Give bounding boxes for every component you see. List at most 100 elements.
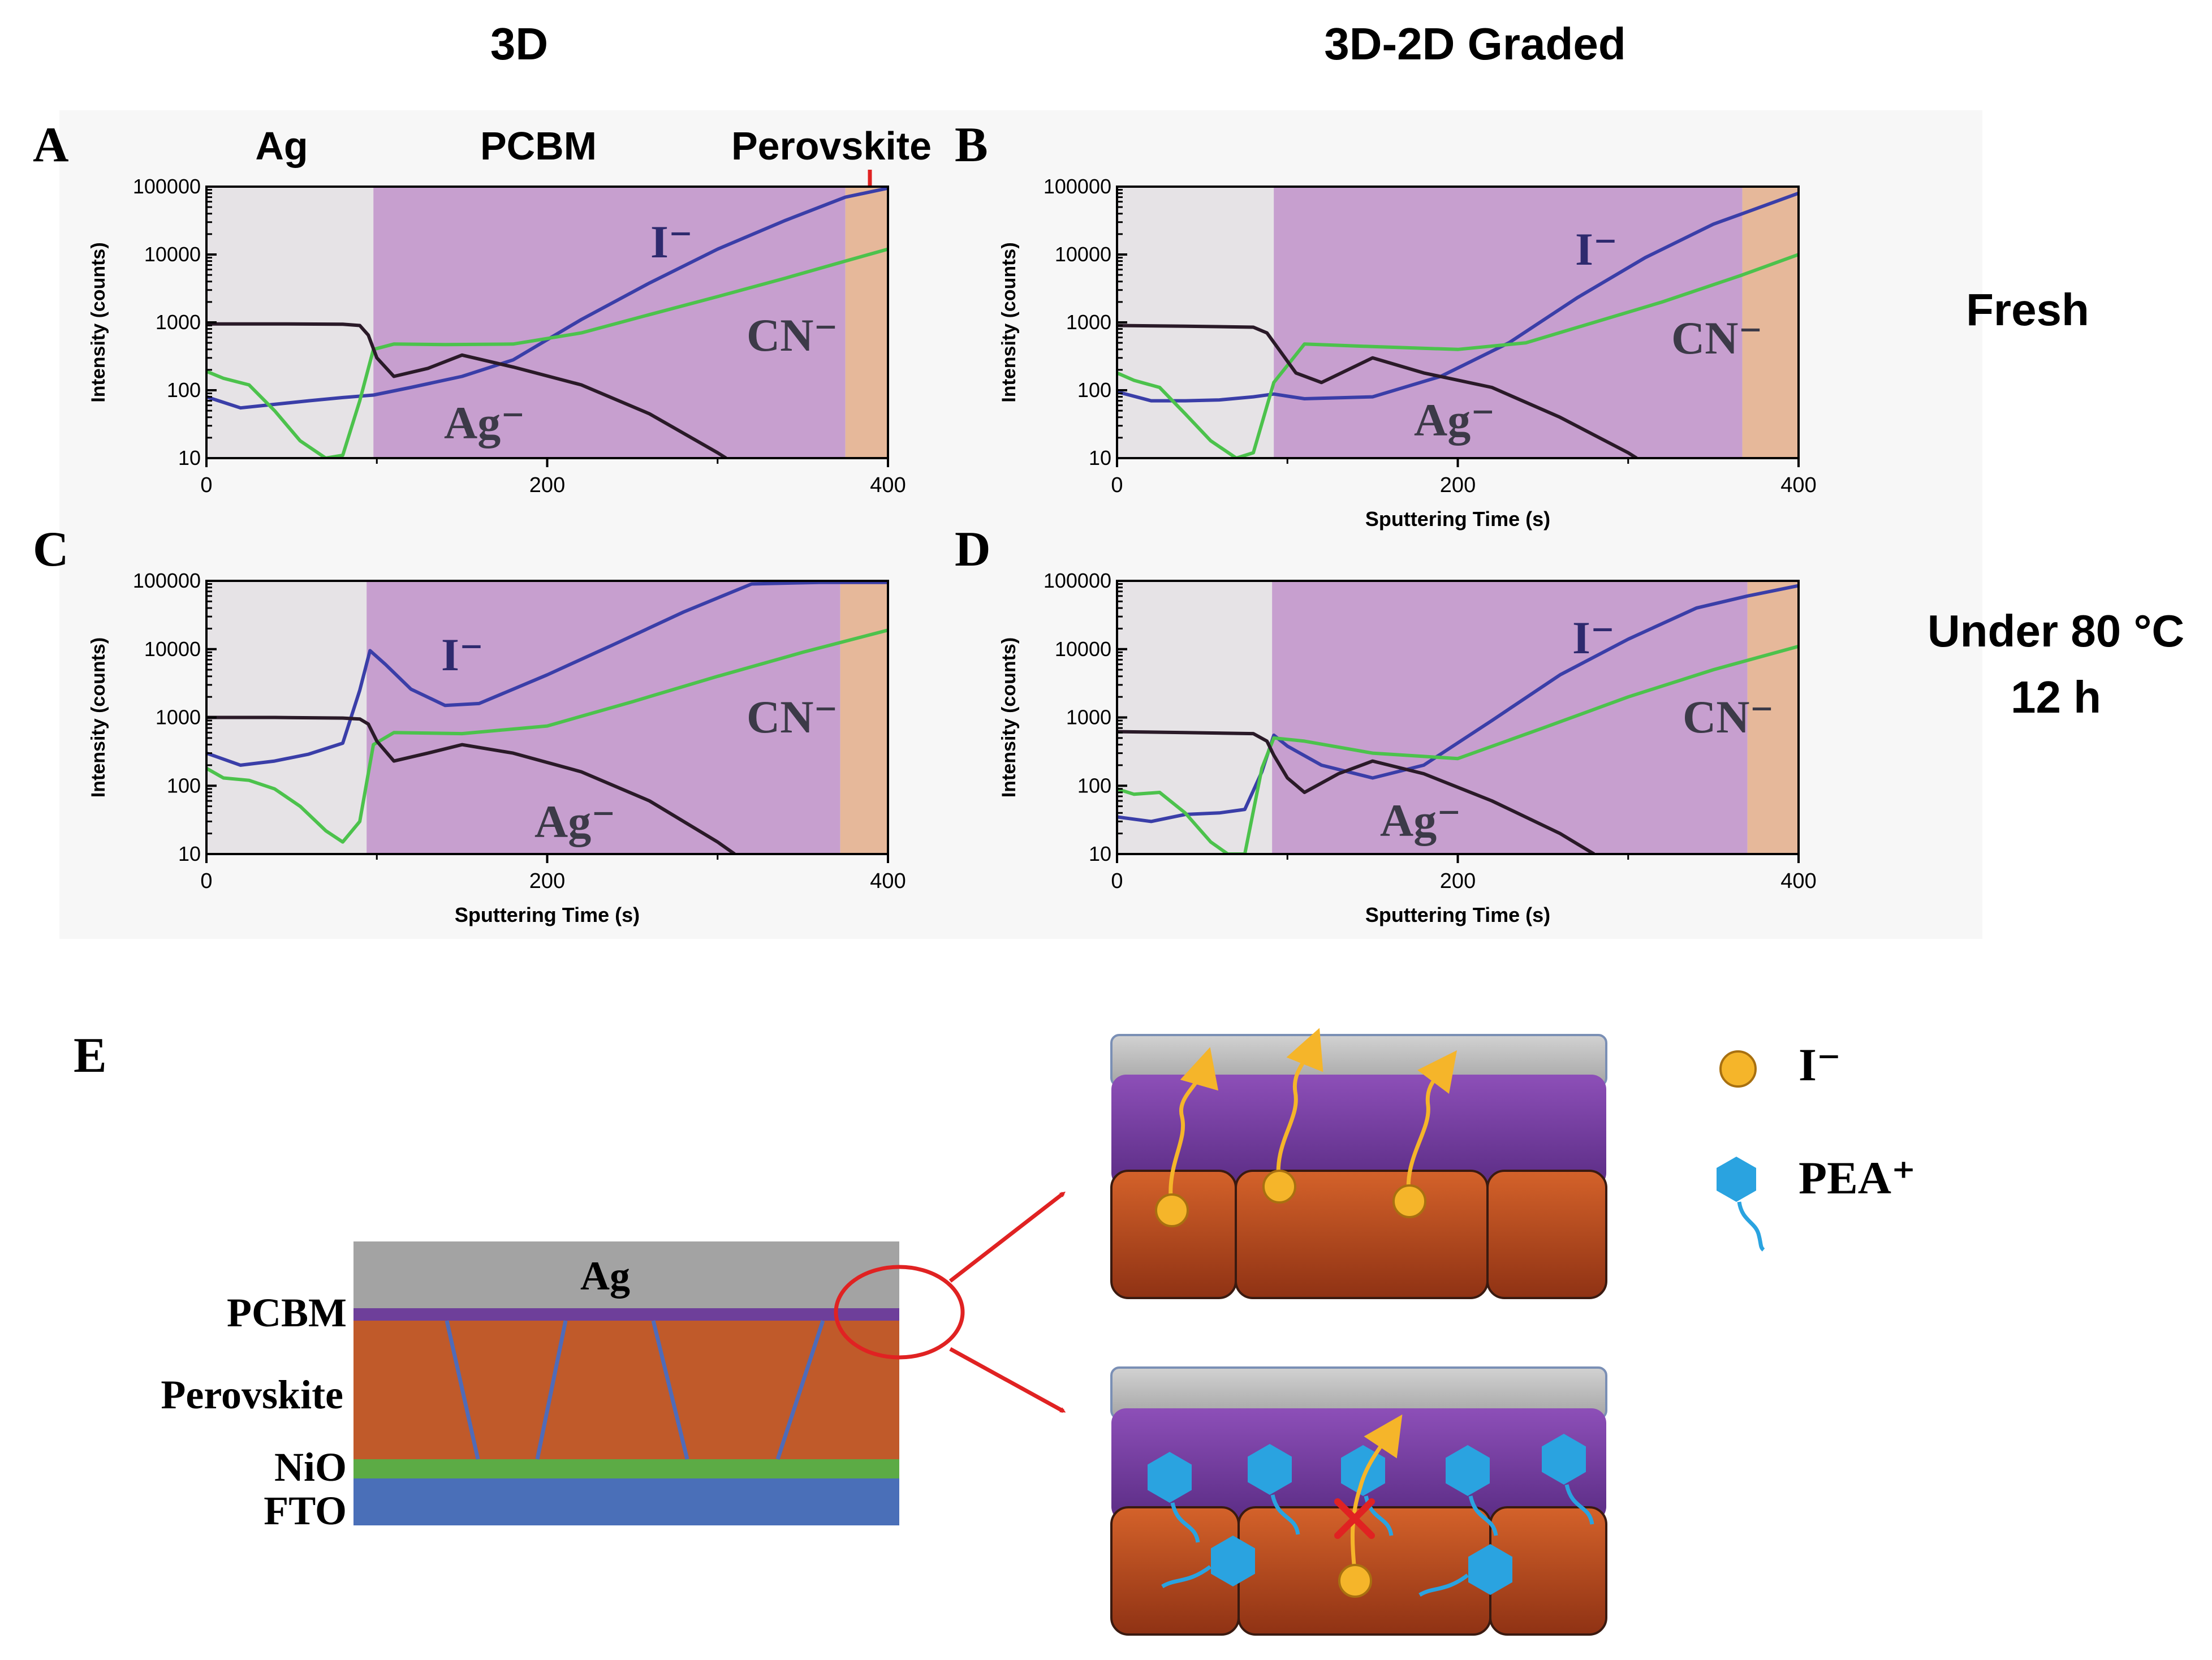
chart-d-ytick-label: 1000 [1066, 706, 1111, 729]
chart-d-series-iodide [1117, 584, 1799, 823]
column-title-3d-2d-graded: 3D-2D Graded [1324, 19, 1625, 69]
stack-label-fto: FTO [264, 1488, 347, 1533]
chart-c-ylabel: Intensity (counts) [88, 637, 109, 797]
stack-label-ag: Ag [580, 1253, 630, 1299]
chart-c-label-silver: Ag⁻ [534, 796, 616, 847]
chart-c-ytick-label: 10 [178, 842, 201, 865]
chart-b-ytick-label: 10000 [1055, 243, 1111, 266]
schematic-legend: I⁻ PEA⁺ [1717, 1039, 1916, 1252]
chart-a-ytick-label: 1000 [156, 311, 201, 334]
pea-cation-tail [1564, 1484, 1594, 1525]
pea-cation-tail [1270, 1494, 1300, 1535]
legend-pea-label: PEA⁺ [1799, 1152, 1916, 1204]
pea-cation-icon [1211, 1536, 1255, 1586]
chart-b-series-iodide [1117, 191, 1799, 403]
chart-a-label-cyanide: CN⁻ [747, 309, 838, 361]
chart-c-series-silver [206, 715, 736, 854]
blocked-cross-icon [1334, 1498, 1375, 1539]
zoom-arrow-bottom [949, 1347, 1066, 1413]
chart-b-region-ag [1117, 187, 1274, 458]
interface-highlight-ellipse [834, 1265, 965, 1360]
legend-iodide-icon [1719, 1050, 1757, 1088]
chart-b-xtick-label: 200 [1440, 473, 1476, 497]
pea-cation-icon [1446, 1445, 1490, 1496]
chart-a-label-iodide: I⁻ [650, 216, 693, 268]
grain-boundaries [445, 1320, 825, 1460]
pea-cation-icon [1248, 1444, 1292, 1495]
chart-c-ytick-label: 100000 [133, 569, 201, 592]
pea-cations [1148, 1434, 1594, 1597]
pea-cation-tail [1161, 1565, 1212, 1589]
chart-c-region-perovskite [840, 581, 888, 854]
panel-letter-c: C [33, 522, 69, 577]
chart-d-xtick-label: 200 [1440, 869, 1476, 893]
zoom-graded-interface [1110, 1366, 1607, 1636]
chart-c-xlabel: Sputtering Time (s) [455, 903, 640, 926]
chart-a-ytick-label: 10 [178, 446, 201, 469]
chart-d-series-cyanide [1117, 644, 1799, 854]
legend-pea-tail [1737, 1201, 1765, 1252]
chart-b-xlabel: Sputtering Time (s) [1365, 507, 1550, 531]
chart-d-label-silver: Ag⁻ [1380, 795, 1461, 846]
chart-c-label-cyanide: CN⁻ [747, 691, 838, 743]
chart-d-xtick-label: 0 [1111, 869, 1123, 893]
chart-a-xtick-label: 0 [200, 473, 212, 497]
chart-d-ytick-label: 100000 [1044, 569, 1111, 592]
stack-label-nio: NiO [274, 1445, 347, 1490]
chart-a-series-silver [206, 322, 727, 458]
chart-d-label-iodide: I⁻ [1572, 612, 1615, 663]
chart-b-label-silver: Ag⁻ [1414, 394, 1495, 446]
chart-d-xlabel: Sputtering Time (s) [1365, 903, 1550, 926]
chart-c-region-pcbm [366, 581, 840, 854]
chart-c-xtick-label: 200 [529, 869, 565, 893]
chart-c-xtick-label: 0 [200, 869, 212, 893]
chart-b-xtick-label: 400 [1780, 473, 1816, 497]
layer-label-pcbm: PCBM [480, 124, 597, 168]
chart-c-ytick-label: 10000 [144, 637, 201, 661]
chart-c-xtick-label: 400 [870, 869, 906, 893]
stack-layer-fto [353, 1478, 899, 1525]
zoom-3d-interface [1110, 1028, 1607, 1299]
chart-d-label-cyanide: CN⁻ [1683, 691, 1774, 743]
chart-c-ytick-label: 100 [167, 774, 201, 797]
legend-iodide-label: I⁻ [1799, 1039, 1841, 1090]
panel-letter-e: E [74, 1028, 107, 1083]
panel-letter-b: B [955, 118, 988, 173]
chart-b-label-iodide: I⁻ [1575, 223, 1618, 275]
row-label-aged-line2: 12 h [2011, 672, 2101, 722]
chart-c-series-cyanide [206, 628, 888, 844]
chart-a-xtick-label: 200 [529, 473, 565, 497]
iodide-ion [1262, 1170, 1296, 1204]
layer-label-perovskite: Perovskite [731, 124, 932, 168]
pea-cation-tail [1468, 1495, 1498, 1536]
chart-b-label-cyanide: CN⁻ [1671, 312, 1763, 364]
chart-a-ytick-label: 10000 [144, 243, 201, 266]
stack-layer-pcbm [353, 1308, 899, 1321]
chart-d-ylabel: Intensity (counts) [998, 637, 1020, 797]
chart-a-ytick-label: 100000 [133, 175, 201, 198]
chart-c-series-iodide [206, 581, 888, 767]
chart-a-ylabel: Intensity (counts) [88, 242, 109, 402]
row-label-aged-line1: Under 80 °C [1928, 606, 2184, 656]
device-stack: Ag PCBM Perovskite NiO FTO [161, 1191, 1066, 1533]
chart-d-region-pcbm [1272, 581, 1748, 854]
chart-b-region-perovskite [1742, 187, 1799, 458]
chart-d-ytick-label: 10 [1089, 842, 1111, 865]
chart-d-xtick-label: 400 [1780, 869, 1816, 893]
chart-b-ytick-label: 100000 [1044, 175, 1111, 198]
stack-label-perovskite: Perovskite [161, 1372, 343, 1417]
blocked-iodide-path [1350, 1414, 1403, 1579]
column-title-3d: 3D [490, 19, 548, 69]
chart-b-ytick-label: 10 [1089, 446, 1111, 469]
iodide-ion [1392, 1184, 1426, 1218]
iodide-ion [1155, 1193, 1189, 1227]
chart-d-region-perovskite [1747, 581, 1799, 854]
stack-layer-ag [353, 1241, 899, 1308]
zoom-3d-grain-1 [1110, 1170, 1237, 1299]
pea-cation-tail [1418, 1573, 1469, 1597]
chart-b-ytick-label: 100 [1077, 378, 1111, 402]
pea-cation-icon [1542, 1434, 1586, 1485]
